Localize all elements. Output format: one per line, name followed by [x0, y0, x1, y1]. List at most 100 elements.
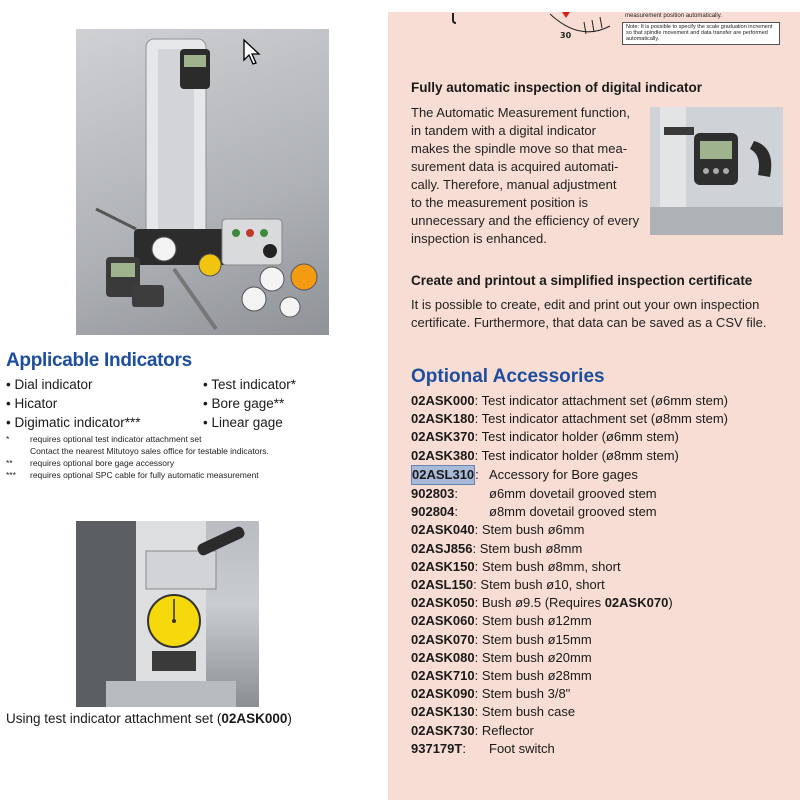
footnote: Contact the nearest Mitutoyo sales offic…: [6, 446, 269, 456]
accessory-code: 02ASK370: [411, 429, 475, 445]
accessory-separator: :: [474, 393, 479, 408]
gauge-scale-illustration: 30: [540, 12, 612, 51]
accessory-code: 937179T: [411, 740, 463, 756]
indicator-item: • Digimatic indicator***: [6, 415, 141, 430]
footnote-text: Contact the nearest Mitutoyo sales offic…: [30, 446, 269, 456]
accessory-item: 02ASK040: Stem bush ø6mm: [411, 521, 728, 539]
accessory-description-end: ): [668, 595, 673, 611]
section-body-auto-inspection: The Automatic Measurement function, in t…: [411, 104, 639, 248]
accessory-description-text: Test indicator holder (ø6mm stem): [481, 429, 679, 445]
mouse-cursor-icon: [242, 38, 262, 71]
accessory-separator: :: [474, 429, 479, 445]
body-line: It is possible to create, edit and print…: [411, 297, 760, 312]
accessory-separator: :: [474, 522, 479, 538]
accessory-description: Stem bush ø8mm: [480, 541, 583, 556]
accessory-code-wrap: 02ASK730:: [411, 723, 478, 738]
accessory-description: Stem bush ø8mm, short: [482, 559, 621, 574]
accessory-description-code: 02ASK070: [604, 595, 669, 611]
accessory-separator: :: [474, 686, 479, 702]
accessory-description-text: ø6mm dovetail grooved stem: [489, 486, 657, 502]
body-line: certificate. Furthermore, that data can …: [411, 315, 767, 330]
accessory-description: Test indicator holder (ø6mm stem): [482, 429, 679, 444]
accessory-code-wrap: 02ASK060:: [411, 613, 478, 628]
accessory-description-text: Stem bush 3/8": [481, 686, 571, 702]
accessory-description: Stem bush ø10, short: [480, 577, 604, 592]
body-line: in tandem with a digital indicator: [411, 123, 596, 138]
indicator-item: • Hicator: [6, 396, 58, 411]
accessories-list: 02ASK000: Test indicator attachment set …: [411, 392, 728, 758]
accessory-item: 902803:ø6mm dovetail grooved stem: [411, 485, 728, 503]
accessory-description: Stem bush ø6mm: [482, 522, 585, 537]
accessory-code: 02ASK070: [411, 631, 475, 647]
accessory-description: Stem bush case: [482, 704, 575, 719]
accessory-code-wrap: 02ASK070:: [411, 632, 478, 647]
note-box: Note: It is possible to specify the scal…: [622, 22, 780, 45]
accessory-description: Stem bush 3/8": [482, 686, 570, 701]
caption-code: 02ASK000: [221, 711, 288, 726]
gauge-label: 30: [560, 31, 572, 40]
section-title-certificate: Create and printout a simplified inspect…: [411, 273, 753, 288]
body-line: The Automatic Measurement function,: [411, 105, 630, 120]
accessory-description: Test indicator holder (ø8mm stem): [482, 448, 679, 463]
accessory-description-text: Test indicator attachment set (ø8mm stem…: [481, 411, 728, 427]
accessory-separator: :: [474, 631, 479, 647]
indicator-item: • Bore gage**: [203, 396, 285, 411]
accessory-item: 02ASK180: Test indicator attachment set …: [411, 410, 728, 428]
footnote-text: requires optional bore gage accessory: [30, 458, 175, 468]
accessory-item: 02ASL310:Accessory for Bore gages: [411, 464, 728, 486]
footnote-mark: **: [6, 458, 13, 468]
accessory-description-text: Stem bush ø12mm: [481, 613, 592, 629]
accessory-item: 02ASK130: Stem bush case: [411, 703, 728, 721]
accessory-separator: :: [474, 411, 479, 427]
section-title-auto-inspection: Fully automatic inspection of digital in…: [411, 80, 703, 95]
body-line: cally. Therefore, manual adjustment: [411, 177, 617, 192]
accessory-item: 02ASL150: Stem bush ø10, short: [411, 576, 728, 594]
accessory-code: 02ASK150: [411, 558, 475, 574]
accessory-code: 02ASK060: [411, 613, 475, 629]
photo-caption: Using test indicator attachment set (02A…: [6, 711, 292, 726]
accessory-description: ø6mm dovetail grooved stem: [489, 486, 657, 501]
accessory-description: Test indicator attachment set (ø8mm stem…: [482, 411, 728, 426]
indicator-item: • Linear gage: [203, 415, 283, 430]
accessory-code-wrap: 937179T:: [411, 740, 489, 758]
accessory-item: 02ASK150: Stem bush ø8mm, short: [411, 558, 728, 576]
accessory-description-text: Foot switch: [489, 740, 555, 756]
body-line: inspection is enhanced.: [411, 231, 547, 246]
accessory-code: 02ASK050: [411, 595, 475, 611]
accessory-code: 02ASK180: [411, 411, 475, 427]
accessory-description: Stem bush ø28mm: [482, 668, 592, 683]
accessory-description: Accessory for Bore gages: [489, 467, 638, 482]
accessory-description: Stem bush ø15mm: [482, 632, 592, 647]
product-photo-attachment: [76, 521, 259, 707]
accessory-code: 02ASK130: [411, 704, 475, 720]
attachment-illustration: [76, 521, 245, 707]
accessory-description-text: ø8mm dovetail grooved stem: [489, 504, 657, 520]
accessory-separator: :: [454, 486, 459, 502]
accessory-separator: :: [472, 540, 477, 556]
accessory-code-wrap: 02ASK000:: [411, 393, 478, 408]
footnote-mark: ***: [6, 470, 16, 480]
accessory-code-wrap: 02ASJ856:: [411, 541, 476, 556]
footnote-text: requires optional SPC cable for fully au…: [30, 470, 259, 480]
footnote: * requires optional test indicator attach…: [6, 434, 202, 444]
product-photo-digital-indicator: [650, 107, 783, 235]
accessory-code-wrap: 02ASK370:: [411, 429, 478, 444]
accessories-title: Optional Accessories: [411, 366, 605, 387]
accessory-code: 02ASJ856: [411, 540, 473, 556]
accessory-item: 02ASK080: Stem bush ø20mm: [411, 649, 728, 667]
accessory-separator: :: [474, 668, 479, 684]
footnote-text: requires optional test indicator attachm…: [30, 434, 202, 444]
accessory-description: Reflector: [482, 723, 534, 738]
accessory-code-wrap: 02ASK380:: [411, 448, 478, 463]
measuring-unit-illustration: [95, 38, 318, 331]
footnote-mark: *: [6, 434, 10, 444]
accessory-description-text: Accessory for Bore gages: [489, 466, 638, 482]
accessory-description-text: Stem bush case: [481, 704, 576, 720]
footnote: *** requires optional SPC cable for fully…: [6, 470, 259, 480]
accessory-code-wrap: 02ASK130:: [411, 704, 478, 719]
accessory-code-wrap: 02ASK080:: [411, 650, 478, 665]
accessory-code: 02ASK040: [411, 522, 475, 538]
accessory-item: 937179T:Foot switch: [411, 740, 728, 758]
accessory-item: 02ASK730: Reflector: [411, 722, 728, 740]
accessory-code-wrap: 902804:: [411, 503, 489, 521]
